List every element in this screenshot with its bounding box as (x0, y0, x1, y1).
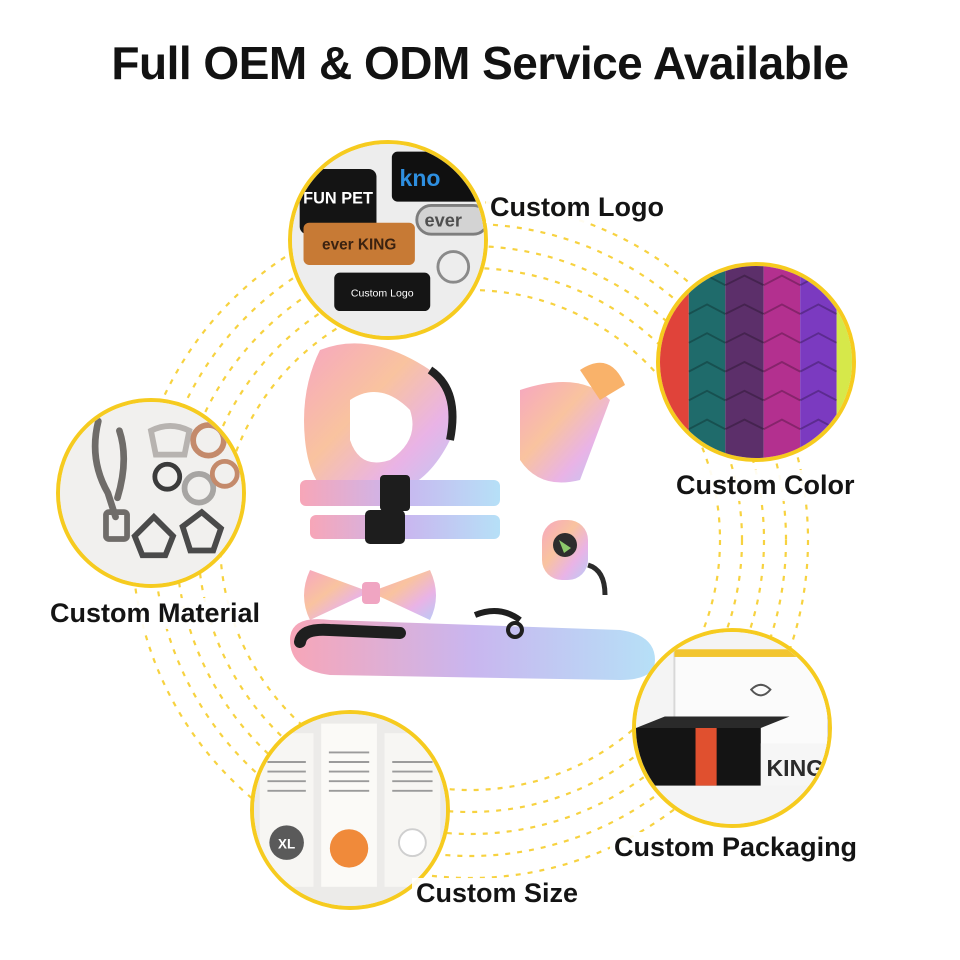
pet-accessory-set (290, 343, 655, 680)
custom-packaging-label: Custom Packaging (610, 832, 862, 863)
custom-size-label: Custom Size (412, 878, 583, 909)
bandana (520, 362, 625, 483)
size-tag-xl: XL (278, 836, 295, 851)
patch-customlogo: Custom Logo (351, 288, 414, 300)
packaging-brand-text: KING (767, 755, 825, 781)
patch-kno: kno (400, 165, 441, 191)
metal-hardware-icon (60, 402, 242, 584)
custom-size-bubble: XL (250, 710, 450, 910)
color-webbing-icon (660, 266, 852, 458)
gift-box-icon: KING (636, 632, 828, 824)
custom-logo-label: Custom Logo (486, 192, 668, 223)
patch-funpet: FUN PET (303, 190, 373, 208)
bow-tie (304, 570, 436, 620)
patch-everking: ever KING (322, 237, 396, 254)
custom-material-bubble (56, 398, 246, 588)
custom-color-label: Custom Color (672, 470, 859, 501)
page-title: Full OEM & ODM Service Available (111, 37, 849, 89)
custom-material-label: Custom Material (46, 598, 265, 629)
size-labels-icon: XL (254, 714, 446, 906)
poop-bag-holder (542, 520, 608, 596)
custom-color-bubble (656, 262, 856, 462)
harness (300, 343, 500, 544)
custom-logo-bubble: FUN PET kno ever ever KING Custom Logo (288, 140, 488, 340)
leash (290, 608, 655, 680)
logo-patches-icon: FUN PET kno ever ever KING Custom Logo (292, 144, 484, 336)
custom-packaging-bubble: KING (632, 628, 832, 828)
patch-ever: ever (424, 210, 462, 231)
